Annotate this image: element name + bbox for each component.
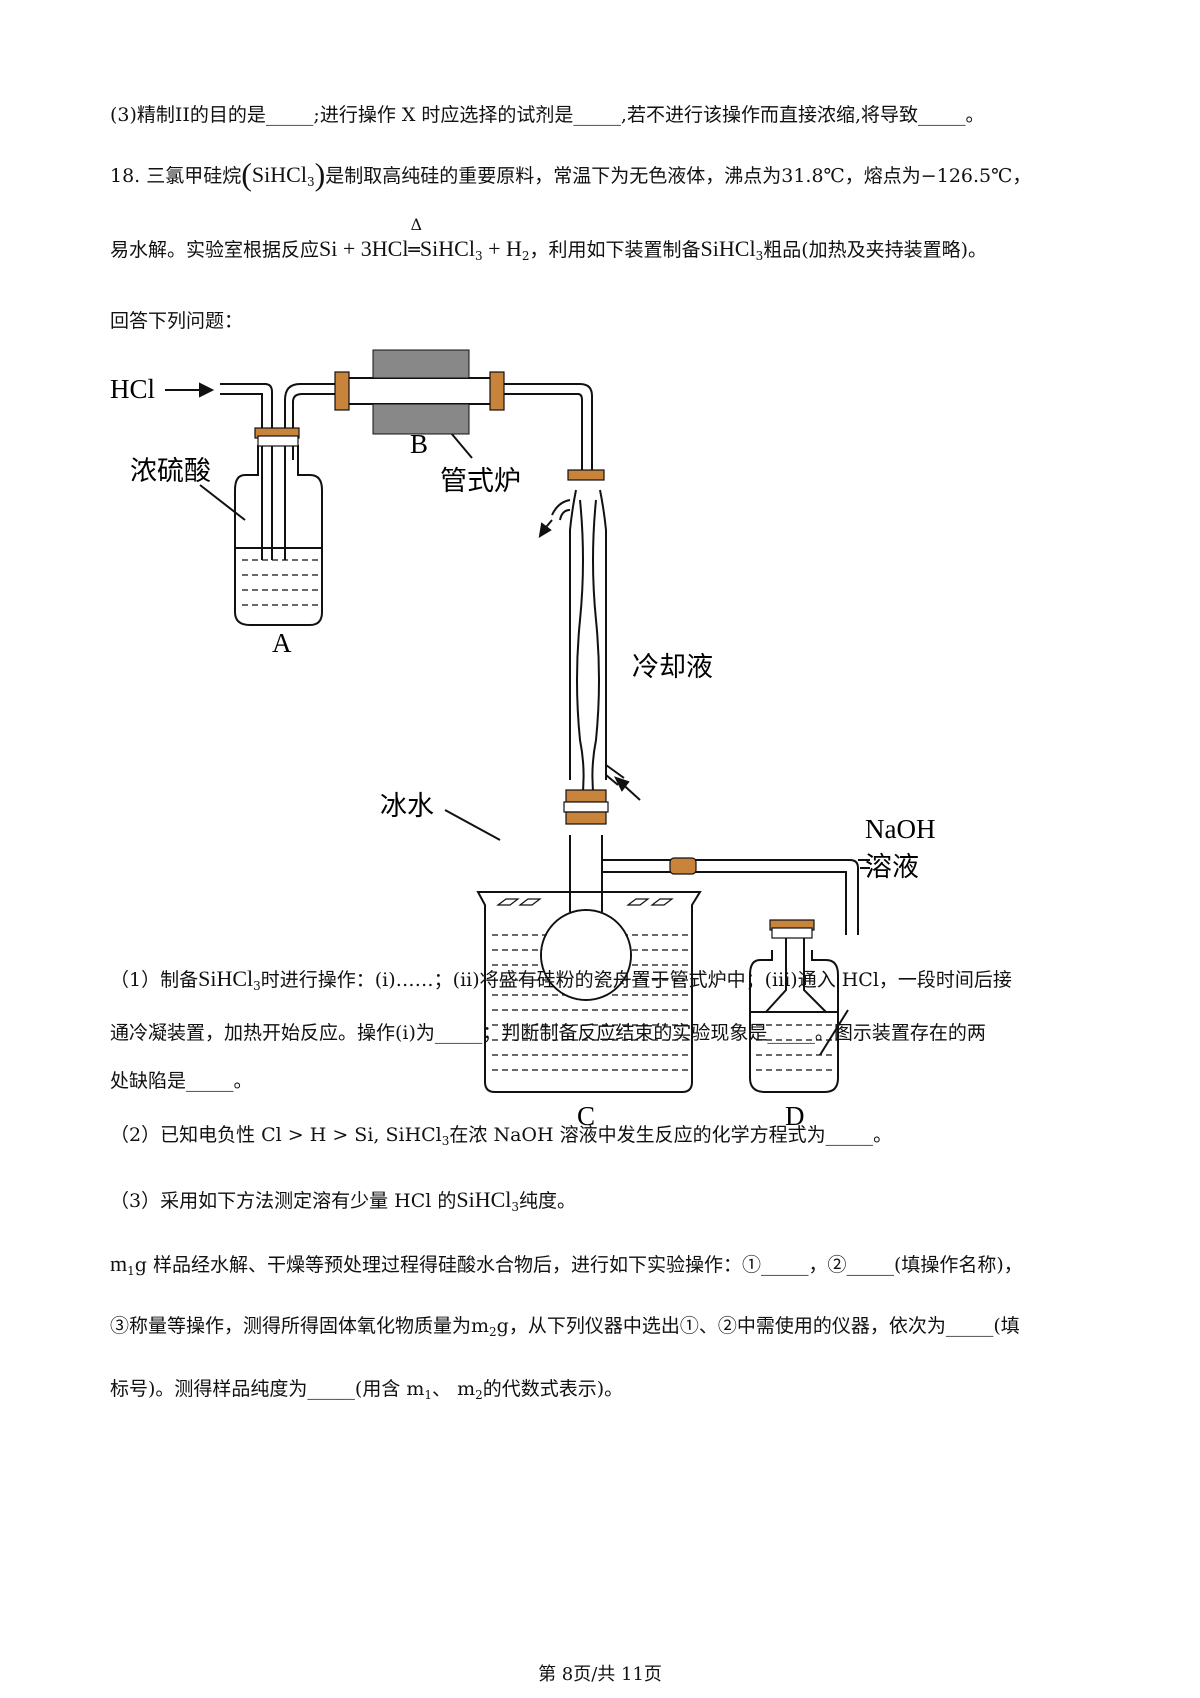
- question-2: （2）已知电负性 Cl > H > Si, SiHCl3在浓 NaOH 溶液中发…: [110, 1124, 893, 1148]
- inlet-tube: [220, 383, 273, 560]
- outlet-tube: [284, 383, 340, 560]
- text: 在浓 NaOH 溶液中发生反应的化学方程式为_____。: [449, 1124, 893, 1146]
- sub: 2: [521, 249, 530, 263]
- text: （2）已知电负性 Cl > H > Si, SiHCl: [110, 1124, 442, 1146]
- text: g 样品经水解、干燥等预处理过程得硅酸水合物后，进行如下实验操作：①_____，…: [134, 1254, 1023, 1276]
- question-1: （1）制备SiHCl3时进行操作：(i)……；(ii)将盛有硅粉的瓷舟置于管式炉…: [110, 966, 1012, 993]
- diagram-labels: HCl A B C D 浓硫酸 管式炉 冷却液 冰水 NaOH 溶液: [110, 374, 935, 1131]
- delta-equals: Δ═: [408, 215, 423, 261]
- formula: + H: [482, 236, 522, 261]
- formula: SiHCl: [456, 1187, 512, 1212]
- label-naoh: NaOH: [865, 814, 935, 844]
- sub: 3: [306, 175, 315, 189]
- formula: SiHCl: [700, 236, 756, 261]
- flask-neck: [569, 835, 603, 912]
- text: g，从下列仪器中选出①、②中需使用的仪器，依次为_____(填: [496, 1315, 1020, 1337]
- furnace-bottom: [372, 403, 470, 435]
- label-acid: 浓硫酸: [130, 456, 211, 486]
- text: 、 m: [432, 1378, 476, 1400]
- text: (3)精制II的目的是_____;进行操作 X 时应选择的试剂是_____,若不…: [110, 104, 985, 126]
- sub: 3: [253, 979, 261, 993]
- connect-tube: [500, 383, 593, 470]
- formula: Si + 3HCl: [319, 236, 409, 261]
- question-17-3: (3)精制II的目的是_____;进行操作 X 时应选择的试剂是_____,若不…: [110, 106, 985, 125]
- text: 纯度。: [519, 1190, 577, 1212]
- text: 标号)。测得样品纯度为_____(用含 m: [110, 1378, 425, 1400]
- question-3-end: 标号)。测得样品纯度为_____(用含 m1、 m2的代数式表示)。: [110, 1378, 624, 1402]
- page-footer: 第 8页/共 11页: [538, 1664, 662, 1685]
- text: 易水解。实验室根据反应: [110, 239, 320, 261]
- answer-prompt: 回答下列问题：: [110, 312, 243, 331]
- text: ，利用如下装置制备: [529, 239, 701, 261]
- sub: 2: [489, 1325, 497, 1339]
- label-furnace: 管式炉: [440, 466, 521, 496]
- paren: (: [241, 156, 252, 192]
- question-1-end: 处缺陷是_____。: [110, 1072, 253, 1091]
- label-d: D: [785, 1101, 805, 1131]
- label-coolant: 冷却液: [632, 652, 713, 682]
- text: 18. 三氯甲硅烷: [110, 165, 242, 187]
- question-3-procedure: m1g 样品经水解、干燥等预处理过程得硅酸水合物后，进行如下实验操作：①____…: [110, 1251, 1023, 1278]
- sub: 3: [511, 1200, 520, 1214]
- sub: 2: [475, 1388, 483, 1402]
- text: 的代数式表示)。: [482, 1378, 624, 1400]
- formula: SiHCl: [198, 966, 254, 991]
- text: ③称量等操作，测得所得固体氧化物质量为m: [110, 1315, 490, 1337]
- stoppers: [254, 371, 815, 939]
- formula: SiHCl: [251, 162, 307, 187]
- label-a: A: [272, 628, 292, 658]
- gas-tube: [602, 859, 859, 935]
- text: 处缺陷是_____。: [110, 1070, 253, 1092]
- condenser-coil: [576, 499, 600, 801]
- water-inlet: [605, 764, 625, 786]
- question-3: （3）采用如下方法测定溶有少量 HCl 的SiHCl3纯度。: [110, 1187, 577, 1214]
- sub: 3: [474, 249, 483, 263]
- label-hcl: HCl: [110, 374, 155, 404]
- text: （3）采用如下方法测定溶有少量 HCl 的: [110, 1190, 457, 1212]
- condenser: [569, 489, 607, 780]
- bottle-d: [749, 950, 839, 1093]
- sub: 3: [755, 249, 764, 263]
- text: 时进行操作：(i)……；(ii)将盛有硅粉的瓷舟置于管式炉中；(iii)通入 H…: [260, 969, 1012, 991]
- label-c: C: [577, 1101, 595, 1131]
- reaction-tube: [339, 377, 501, 405]
- text: （1）制备: [110, 969, 199, 991]
- question-18-intro: 18. 三氯甲硅烷(SiHCl3)是制取高纯硅的重要原料，常温下为无色液体，沸点…: [110, 158, 1031, 190]
- label-b: B: [410, 429, 428, 459]
- text: 通冷凝装置，加热开始反应。操作(i)为_____；判断制备反应结束的实验现象是_…: [110, 1022, 986, 1044]
- water-outlet: [551, 499, 571, 521]
- text: 是制取高纯硅的重要原料，常温下为无色液体，沸点为31.8℃，熔点为−126.5℃…: [325, 165, 1032, 187]
- sub: 1: [424, 1388, 433, 1402]
- sub: 1: [127, 1264, 135, 1278]
- text: m: [110, 1251, 128, 1276]
- text: 粗品(加热及夹持装置略)。: [763, 239, 988, 261]
- formula: SiHCl: [419, 236, 475, 261]
- delta: Δ: [410, 215, 423, 234]
- sub: 3: [441, 1134, 450, 1148]
- question-3-procedure-cont: ③称量等操作，测得所得固体氧化物质量为m2g，从下列仪器中选出①、②中需使用的仪…: [110, 1315, 1020, 1339]
- beaker-c: [476, 891, 702, 1093]
- bottle-a: [234, 445, 323, 626]
- label-ice-water: 冰水: [380, 791, 434, 821]
- label-solution: 溶液: [865, 852, 919, 882]
- question-1-cont: 通冷凝装置，加热开始反应。操作(i)为_____；判断制备反应结束的实验现象是_…: [110, 1024, 986, 1043]
- furnace-top: [372, 349, 470, 379]
- text: 回答下列问题：: [110, 310, 244, 332]
- paren: ): [314, 156, 326, 192]
